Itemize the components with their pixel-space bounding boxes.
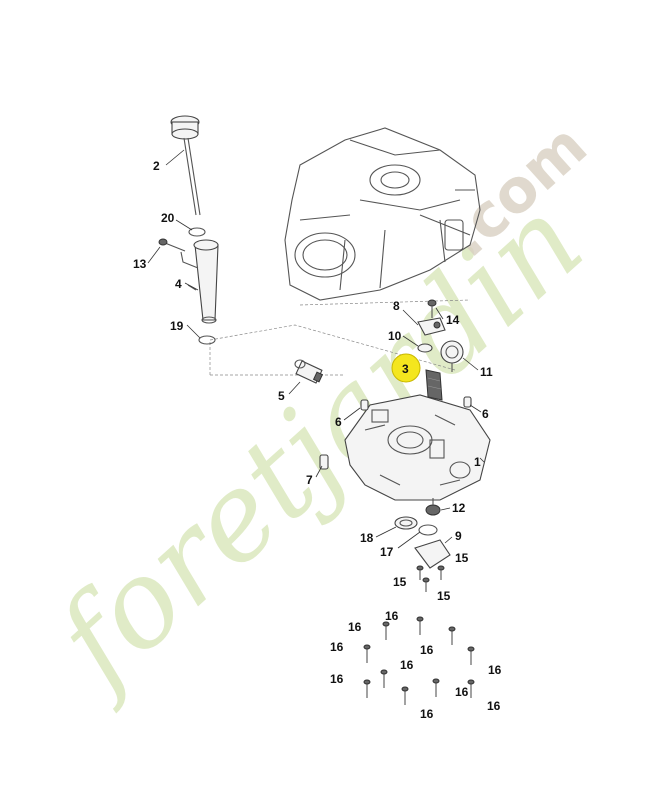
part-12 — [425, 498, 441, 516]
callout-20: 20 — [161, 211, 175, 225]
callout-16-e: 16 — [488, 663, 502, 677]
callout-16-h: 16 — [455, 685, 469, 699]
callout-6-right: 6 — [482, 407, 489, 421]
callout-15-right: 15 — [455, 551, 469, 565]
dipstick-assembly — [170, 115, 201, 216]
oil-pump-screen — [425, 369, 443, 401]
gear-11 — [440, 340, 464, 372]
callout-17: 17 — [380, 545, 394, 559]
callout-1: 1 — [474, 455, 481, 469]
highlight-marker — [391, 353, 421, 383]
callout-15-left: 15 — [393, 575, 407, 589]
callout-4: 4 — [175, 277, 182, 291]
callout-16-b: 16 — [348, 620, 362, 634]
dowel-pins — [360, 396, 472, 411]
governor-parts — [417, 317, 446, 353]
callout-9: 9 — [455, 529, 462, 543]
bolts-16 — [363, 616, 475, 705]
crankcase-cover — [344, 394, 491, 501]
o-ring-top — [188, 227, 206, 237]
callout-12: 12 — [452, 501, 466, 515]
watermark-brand-text: foretjardin — [25, 172, 608, 717]
callout-15-bottom: 15 — [437, 589, 451, 603]
callout-5: 5 — [278, 389, 285, 403]
callout-8: 8 — [393, 299, 400, 313]
callout-10: 10 — [388, 329, 402, 343]
oil-fitting-5 — [294, 359, 324, 384]
watermark: foretjardin .com — [25, 111, 608, 717]
callout-16-j: 16 — [420, 707, 434, 721]
callout-labels: 1 2 3 4 5 6 6 7 8 9 10 11 12 13 14 15 15… — [133, 159, 502, 721]
callout-3: 3 — [402, 362, 409, 376]
filler-tube — [180, 239, 219, 324]
screws-15 — [416, 565, 445, 592]
engine-block — [284, 127, 481, 301]
callout-6-left: 6 — [335, 415, 342, 429]
gasket-17 — [418, 524, 438, 536]
callout-19: 19 — [170, 319, 184, 333]
callout-14: 14 — [446, 313, 460, 327]
callout-16-f: 16 — [400, 658, 414, 672]
callout-16-g: 16 — [330, 672, 344, 686]
screw-14 — [427, 299, 437, 318]
pin-7 — [319, 454, 329, 470]
callout-11: 11 — [480, 365, 493, 379]
oil-seal-18 — [394, 516, 418, 530]
callout-18: 18 — [360, 531, 374, 545]
leader-lines — [147, 149, 485, 549]
callout-16-d: 16 — [330, 640, 344, 654]
callout-13: 13 — [133, 257, 147, 271]
callout-7: 7 — [306, 473, 313, 487]
o-ring-bottom — [198, 335, 216, 345]
callout-16-c: 16 — [420, 643, 434, 657]
callout-16-i: 16 — [487, 699, 501, 713]
callout-16-a: 16 — [385, 609, 399, 623]
callout-2: 2 — [153, 159, 160, 173]
cover-9 — [414, 539, 451, 569]
screw-13 — [158, 238, 186, 252]
